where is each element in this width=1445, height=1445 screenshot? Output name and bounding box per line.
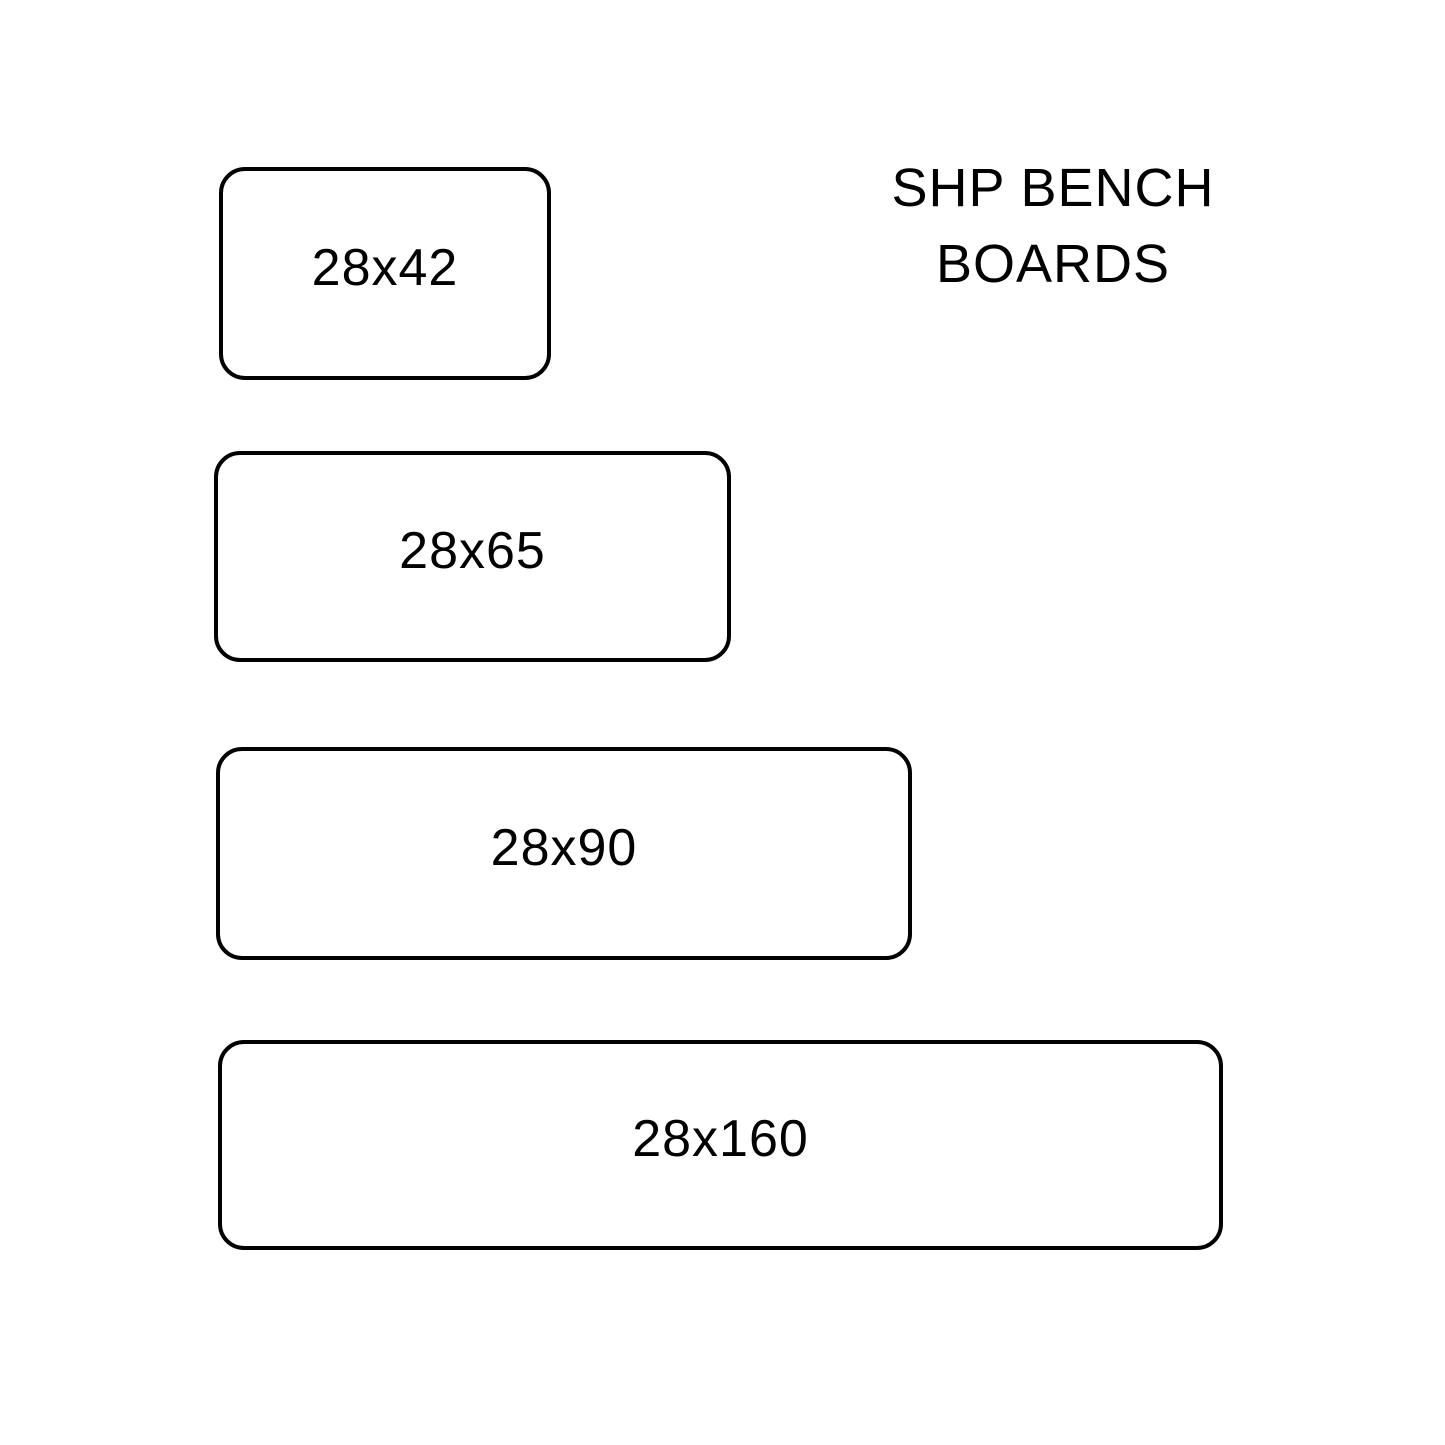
- board-size-label: 28x90: [490, 818, 638, 877]
- board-size-label: 28x65: [399, 521, 546, 580]
- board-rect-small: 28x65: [214, 451, 731, 662]
- board-rect-medium: 28x90: [216, 747, 912, 960]
- board-rect-largest: 28x160: [218, 1040, 1223, 1250]
- board-size-label: 28x160: [632, 1110, 809, 1168]
- board-size-label: 28x42: [311, 238, 459, 297]
- board-rect-smallest: 28x42: [219, 167, 551, 380]
- diagram-title: SHP BENCH BOARDS: [891, 158, 1215, 294]
